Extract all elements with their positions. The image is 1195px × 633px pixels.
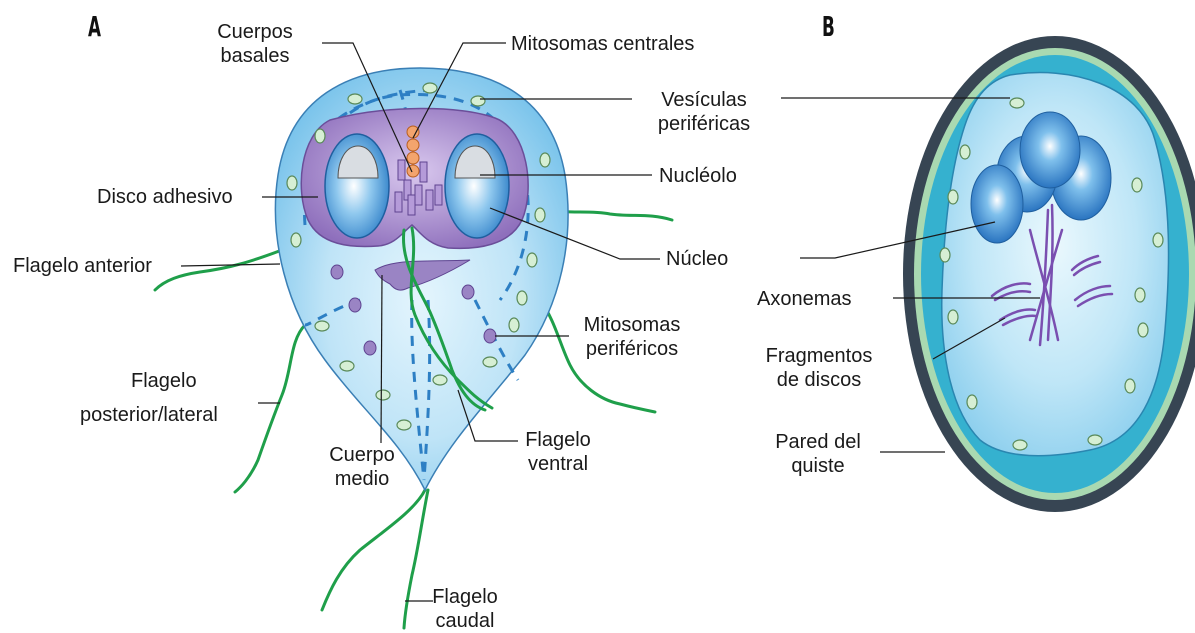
label-median-body-line1: Cuerpo <box>313 443 411 467</box>
label-disc-fragments-line2: de discos <box>753 368 885 392</box>
label-cyst-wall-line2: quiste <box>762 454 874 478</box>
label-axonemes: Axonemas <box>757 287 852 311</box>
label-posterior-flagellum-line1: Flagelo <box>131 369 197 393</box>
label-disc-fragments-line1: Fragmentos <box>753 344 885 368</box>
anterior-flagellum-left <box>155 250 282 290</box>
label-peripheral-mitosomes-line2: periféricos <box>572 337 692 361</box>
label-peripheral-vesicles-line1: Vesículas <box>636 88 772 112</box>
label-peripheral-mitosomes-line1: Mitosomas <box>572 313 692 337</box>
label-median-body-line2: medio <box>313 467 411 491</box>
label-ventral-flagellum-line2: ventral <box>508 452 608 476</box>
label-basal-bodies-line2: basales <box>196 44 314 68</box>
label-adhesive-disc: Disco adhesivo <box>97 185 233 209</box>
label-posterior-flagellum-line2: posterior/lateral <box>80 403 218 427</box>
label-ventral-flagellum: Flagelo ventral <box>508 428 608 476</box>
label-anterior-flagellum: Flagelo anterior <box>13 254 152 278</box>
label-central-mitosomes: Mitosomas centrales <box>511 32 694 56</box>
label-peripheral-mitosomes: Mitosomas periféricos <box>572 313 692 361</box>
label-caudal-flagellum-line1: Flagelo <box>420 585 510 609</box>
label-ventral-flagellum-line1: Flagelo <box>508 428 608 452</box>
label-nucleus: Núcleo <box>666 247 728 271</box>
label-nucleolus: Nucléolo <box>659 164 737 188</box>
label-cyst-wall: Pared del quiste <box>762 430 874 478</box>
panel-letter-b: B <box>822 12 835 44</box>
cyst <box>903 36 1195 512</box>
label-median-body: Cuerpo medio <box>313 443 411 491</box>
label-cyst-wall-line1: Pared del <box>762 430 874 454</box>
label-peripheral-vesicles: Vesículas periféricas <box>636 88 772 136</box>
label-caudal-flagellum: Flagelo caudal <box>420 585 510 633</box>
label-basal-bodies-line1: Cuerpos <box>196 20 314 44</box>
label-caudal-flagellum-line2: caudal <box>420 609 510 633</box>
label-peripheral-vesicles-line2: periféricas <box>636 112 772 136</box>
label-basal-bodies: Cuerpos basales <box>196 20 314 68</box>
panel-letter-a: A <box>88 12 101 44</box>
label-disc-fragments: Fragmentos de discos <box>753 344 885 392</box>
posterior-flagellum-left <box>235 325 305 492</box>
